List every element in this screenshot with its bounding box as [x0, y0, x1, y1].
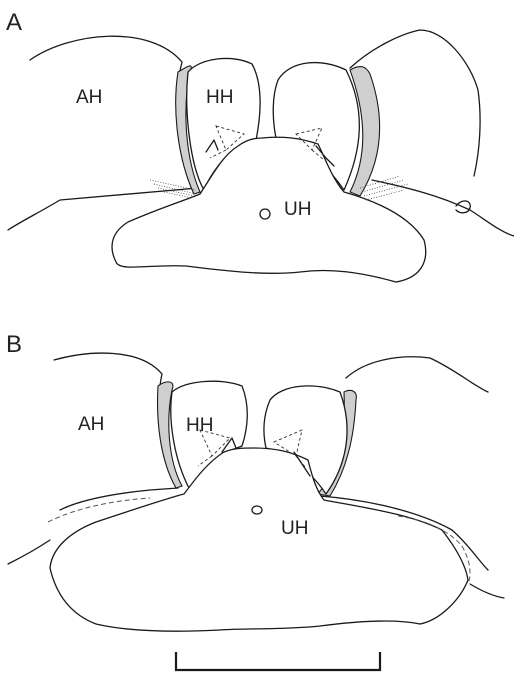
scale-bar [176, 652, 380, 670]
panel-a-left-lobe-outline [8, 36, 198, 230]
panel-a-label-ah: AH [76, 87, 102, 108]
panel-a: A AH HH UH [6, 9, 514, 282]
panel-b-label-uh: UH [281, 518, 308, 539]
panel-b-right-edge-end [470, 584, 504, 598]
panel-b-label-ah: AH [78, 414, 104, 435]
panel-a-label-uh: UH [284, 199, 311, 220]
panel-b-label-hh: HH [186, 415, 213, 436]
panel-b-right-lobe-outline [346, 357, 488, 392]
panel-b-left-edge-outline [8, 540, 50, 564]
panel-b-central-body [50, 448, 468, 631]
panel-a-letter: A [6, 9, 22, 36]
panel-a-central-body [112, 137, 426, 282]
panel-b-letter: B [6, 331, 22, 358]
panel-a-label-hh: HH [206, 87, 233, 108]
panel-b: B AH HH UH [6, 331, 504, 631]
